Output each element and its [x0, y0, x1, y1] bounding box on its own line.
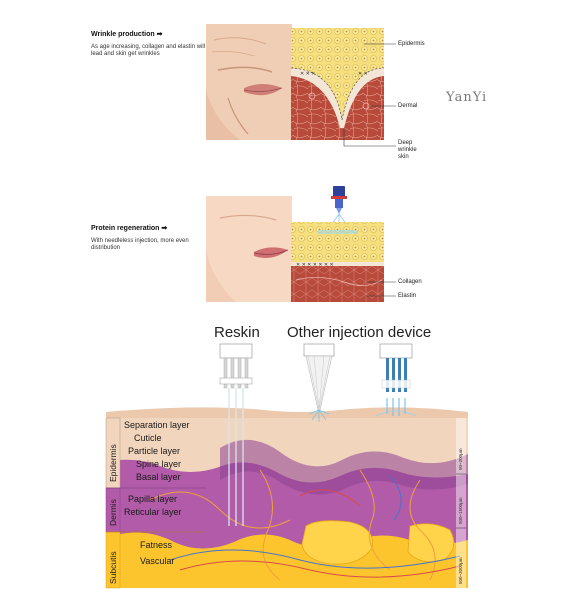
- depth-label-subcutis: 500~3000μm: [458, 557, 463, 585]
- epidermis-callout: Epidermis: [398, 41, 425, 47]
- collagen-callout: Collagen: [398, 279, 422, 285]
- layer-item-reticular: Reticular layer: [124, 507, 182, 517]
- group-label-epidermis: Epidermis: [108, 444, 118, 482]
- wrinkle-production-title: Wrinkle production ➡: [91, 31, 163, 38]
- young-face-image: [206, 196, 292, 302]
- parallel-needle-device-icon: [375, 343, 417, 417]
- regenerated-skin-section: ✕ ✕ ✕ ✕ ✕ ✕ ✕: [291, 222, 384, 302]
- svg-text:✕ ✕: ✕ ✕: [358, 71, 368, 77]
- deep-wrinkle-callout: Deep wrinkle skin: [398, 140, 417, 160]
- other-device-label: Other injection device: [287, 324, 432, 341]
- layer-item-basal: Basal layer: [136, 472, 181, 482]
- depth-label-dermis: 500~1500μm: [458, 497, 463, 525]
- reskin-label: Reskin: [214, 324, 260, 341]
- layer-item-separation: Separation layer: [124, 420, 190, 430]
- arrow-right-icon: ➡: [156, 31, 163, 38]
- layer-item-papilla: Papilla layer: [128, 494, 178, 504]
- reskin-device-icon: [219, 343, 253, 526]
- dermal-callout: Dermal: [398, 103, 418, 109]
- group-label-subcutis: Subcutis: [108, 551, 118, 584]
- group-label-dermis: Dermis: [108, 499, 118, 526]
- wrinkle-production-text: As age increasing, collagen and elastin …: [91, 44, 206, 57]
- layer-item-spine: Spine layer: [136, 459, 182, 469]
- watermark: YanYi: [446, 90, 488, 105]
- needleless-injector-icon: [325, 186, 353, 233]
- layer-item-vascular: Vascular: [140, 556, 175, 566]
- svg-text:✕ ✕ ✕: ✕ ✕ ✕: [300, 71, 315, 77]
- cone-injection-device-icon: [303, 343, 335, 422]
- wrinkle-skin-section: ✕ ✕ ✕ ✕ ✕: [290, 28, 385, 140]
- layer-item-particle: Particle layer: [128, 446, 181, 456]
- elastin-callout: Elastin: [398, 293, 417, 299]
- protein-regeneration-title: Protein regeneration ➡: [91, 225, 168, 232]
- depth-label-epidermis: 50~200μm: [458, 448, 463, 470]
- layer-item-fatness: Fatness: [140, 540, 173, 550]
- aged-face-image: [206, 24, 292, 140]
- svg-text:✕ ✕ ✕ ✕ ✕ ✕ ✕: ✕ ✕ ✕ ✕ ✕ ✕ ✕: [296, 262, 334, 268]
- protein-regeneration-text: With needleless injection, more even dis…: [91, 238, 189, 251]
- arrow-right-icon: ➡: [161, 225, 168, 232]
- layer-item-cuticle: Cuticle: [134, 433, 162, 443]
